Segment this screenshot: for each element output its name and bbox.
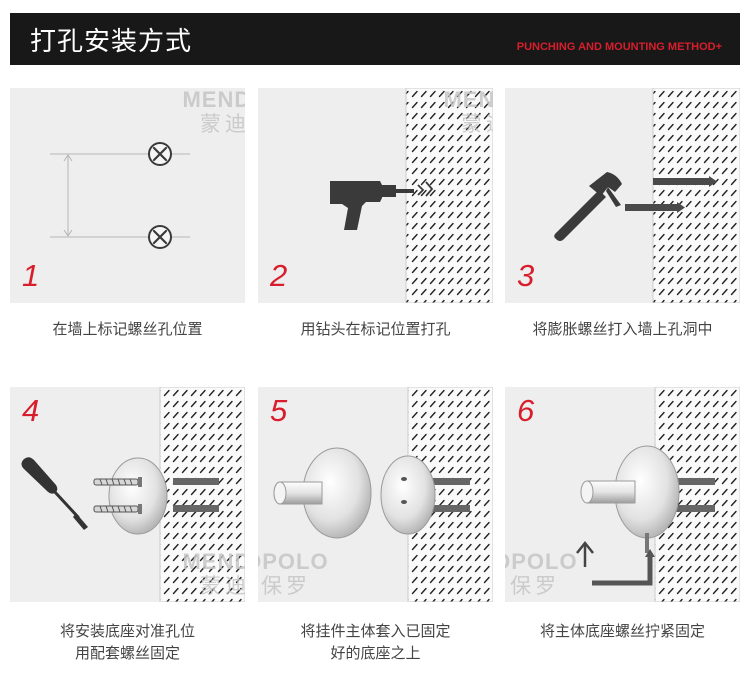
step-5-caption: 将挂件主体套入已固定 好的底座之上 [300, 622, 451, 662]
step-2-panel: 2 MENDPOLO 蒙迪保罗 [258, 88, 493, 303]
holder-body [580, 445, 680, 539]
step-4-illustration [21, 387, 245, 602]
screw-icon [93, 504, 142, 514]
screw-mark-icon [148, 142, 172, 166]
step-5-number: 5 [270, 393, 288, 428]
step-6-illustration [576, 387, 740, 602]
wall [159, 387, 245, 602]
step-1-illustration [50, 142, 190, 249]
step-2-caption: 用钻头在标记位置打孔 [300, 320, 451, 338]
step-4-caption: 将安装底座对准孔位 用配套螺丝固定 [59, 622, 195, 662]
step-1-panel: 1 MENDPOLO 蒙迪保罗 [10, 88, 245, 303]
step-6-number: 6 [517, 393, 535, 428]
step-4-number: 4 [22, 393, 40, 428]
anchor-bolt [428, 478, 470, 485]
step-6-caption: 将主体底座螺丝拧紧固定 [539, 622, 705, 640]
header-bar: 打孔安装方式 PUNCHING AND MOUNTING METHOD+ [10, 13, 740, 65]
set-screw [645, 533, 649, 553]
anchor-bolt [669, 478, 715, 485]
step-1-caption: 在墙上标记螺丝孔位置 [52, 320, 203, 338]
step-5-panel: 5 MENDPOLO 蒙迪保罗 [258, 387, 493, 602]
page-subtitle: PUNCHING AND MOUNTING METHOD+ [516, 41, 722, 53]
mounting-base [380, 455, 436, 535]
hammer-icon [554, 172, 622, 241]
anchor-bolt [173, 478, 219, 485]
wall [652, 88, 740, 303]
page-title: 打孔安装方式 [30, 27, 193, 57]
anchor-bolt [669, 505, 715, 512]
step-3-number: 3 [517, 258, 535, 293]
anchor-bolt [653, 176, 717, 187]
step-4-panel: 4 MENDPOLO 蒙迪保罗 [10, 387, 245, 602]
step-3-illustration [554, 88, 740, 303]
step-2-illustration [330, 88, 493, 303]
screw-icon [93, 477, 142, 487]
up-arrow-icon [576, 540, 594, 567]
guide-arrow [592, 549, 655, 586]
holder-body [273, 447, 372, 539]
screwdriver-icon [21, 457, 88, 530]
anchor-bolt [428, 505, 470, 512]
screw-mark-icon [148, 225, 172, 249]
step-3-caption: 将膨胀螺丝打入墙上孔洞中 [532, 320, 713, 338]
anchor-bolt [625, 202, 685, 213]
step-3-panel: 3 [505, 88, 740, 303]
wall [405, 88, 493, 303]
step-5-illustration [273, 387, 493, 602]
anchor-bolt [173, 505, 219, 512]
step-6-panel: 6 MENDPOLO 蒙迪保罗 [505, 387, 740, 602]
drill-icon [330, 181, 434, 230]
mounting-base [108, 457, 168, 535]
step-2-number: 2 [270, 258, 288, 293]
step-1-number: 1 [22, 258, 40, 293]
